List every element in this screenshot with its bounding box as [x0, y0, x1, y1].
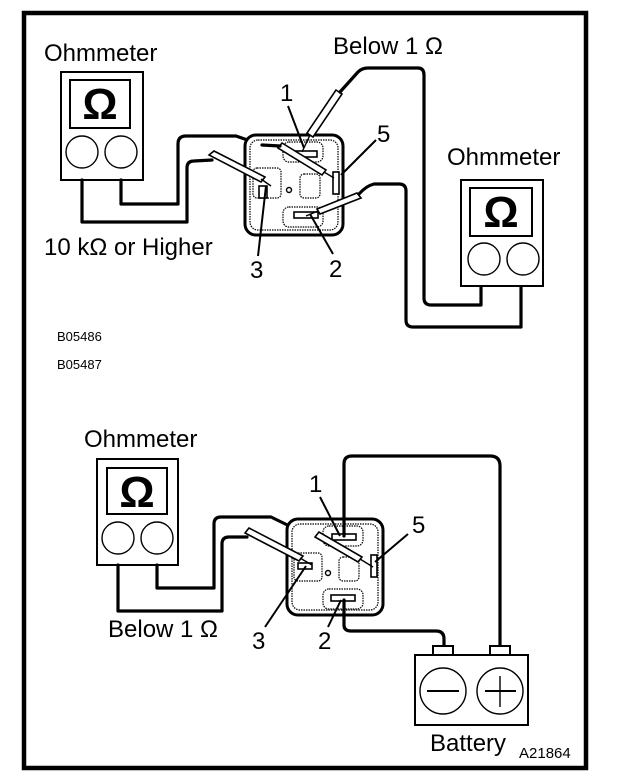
- wire-top-right-outer: [338, 66, 483, 307]
- terminal-label-1: 1: [309, 471, 322, 498]
- terminal-label-3: 3: [250, 257, 263, 284]
- bottom-panel: Ohmmeter Ω: [84, 426, 571, 762]
- battery-positive-icon: [476, 667, 524, 715]
- bottom-relay: [285, 517, 385, 617]
- terminal-5-pin: [332, 171, 340, 195]
- wire-top-left-outer: [80, 158, 214, 224]
- bottom-probe-1: [243, 526, 313, 566]
- reference-code-2: B05487: [57, 357, 102, 372]
- wire-battery-positive: [342, 454, 502, 648]
- wire-bottom-left-inner: [155, 515, 320, 590]
- wire-battery-negative: [342, 598, 446, 648]
- relay-body: [285, 517, 385, 617]
- meter-display: [69, 79, 131, 129]
- figure-code: A21864: [519, 745, 571, 762]
- bottom-ohmmeter: Ω: [96, 458, 179, 566]
- ohm-symbol-icon: Ω: [119, 468, 154, 517]
- meter-jack-icon: [101, 521, 135, 555]
- top-probe-right-2: [305, 192, 363, 217]
- terminal-label-3: 3: [252, 628, 265, 655]
- bottom-reading-label: Below 1 Ω: [108, 616, 218, 643]
- terminal-label-2: 2: [329, 256, 342, 283]
- wire-top-left-inner: [119, 134, 264, 206]
- meter-display: [106, 467, 168, 515]
- top-probe-left-2: [260, 141, 335, 179]
- terminal-3-pin: [258, 185, 268, 199]
- wire-bottom-left-outer: [116, 535, 249, 613]
- meter-jack-icon: [65, 135, 99, 169]
- terminal-label-5: 5: [412, 512, 425, 539]
- meter-jack-icon: [467, 242, 501, 276]
- top-left-reading-label: 10 kΩ or Higher: [44, 234, 213, 261]
- top-left-ohmmeter: Ω: [60, 71, 144, 181]
- reference-code-1: B05486: [57, 329, 102, 344]
- figure-frame: [21, 10, 589, 771]
- top-probe-left-1: [207, 150, 272, 187]
- top-right-meter-label: Ohmmeter: [447, 144, 560, 171]
- meter-jack-icon: [104, 135, 138, 169]
- top-panel: Ohmmeter Ω: [44, 33, 560, 372]
- battery-negative-post: [432, 645, 454, 656]
- terminal-label-2: 2: [318, 628, 331, 655]
- wire-top-right-inner: [357, 182, 523, 329]
- meter-display: [469, 187, 533, 237]
- top-left-meter-label: Ohmmeter: [44, 40, 157, 67]
- ohm-symbol-icon: Ω: [483, 188, 518, 237]
- battery-negative-icon: [419, 667, 467, 715]
- battery-label: Battery: [430, 730, 506, 757]
- bottom-probe-2: [313, 530, 374, 568]
- terminal-label-5: 5: [377, 121, 390, 148]
- ohm-symbol-icon: Ω: [82, 80, 117, 129]
- top-right-reading-label: Below 1 Ω: [333, 33, 443, 60]
- terminal-2-pin: [293, 211, 319, 219]
- bottom-meter-label: Ohmmeter: [84, 426, 197, 453]
- meter-jack-icon: [506, 242, 540, 276]
- meter-jack-icon: [140, 521, 174, 555]
- terminal-label-1: 1: [280, 80, 293, 107]
- battery-positive-post: [489, 645, 511, 656]
- battery: [414, 645, 529, 726]
- top-right-ohmmeter: Ω: [460, 179, 544, 287]
